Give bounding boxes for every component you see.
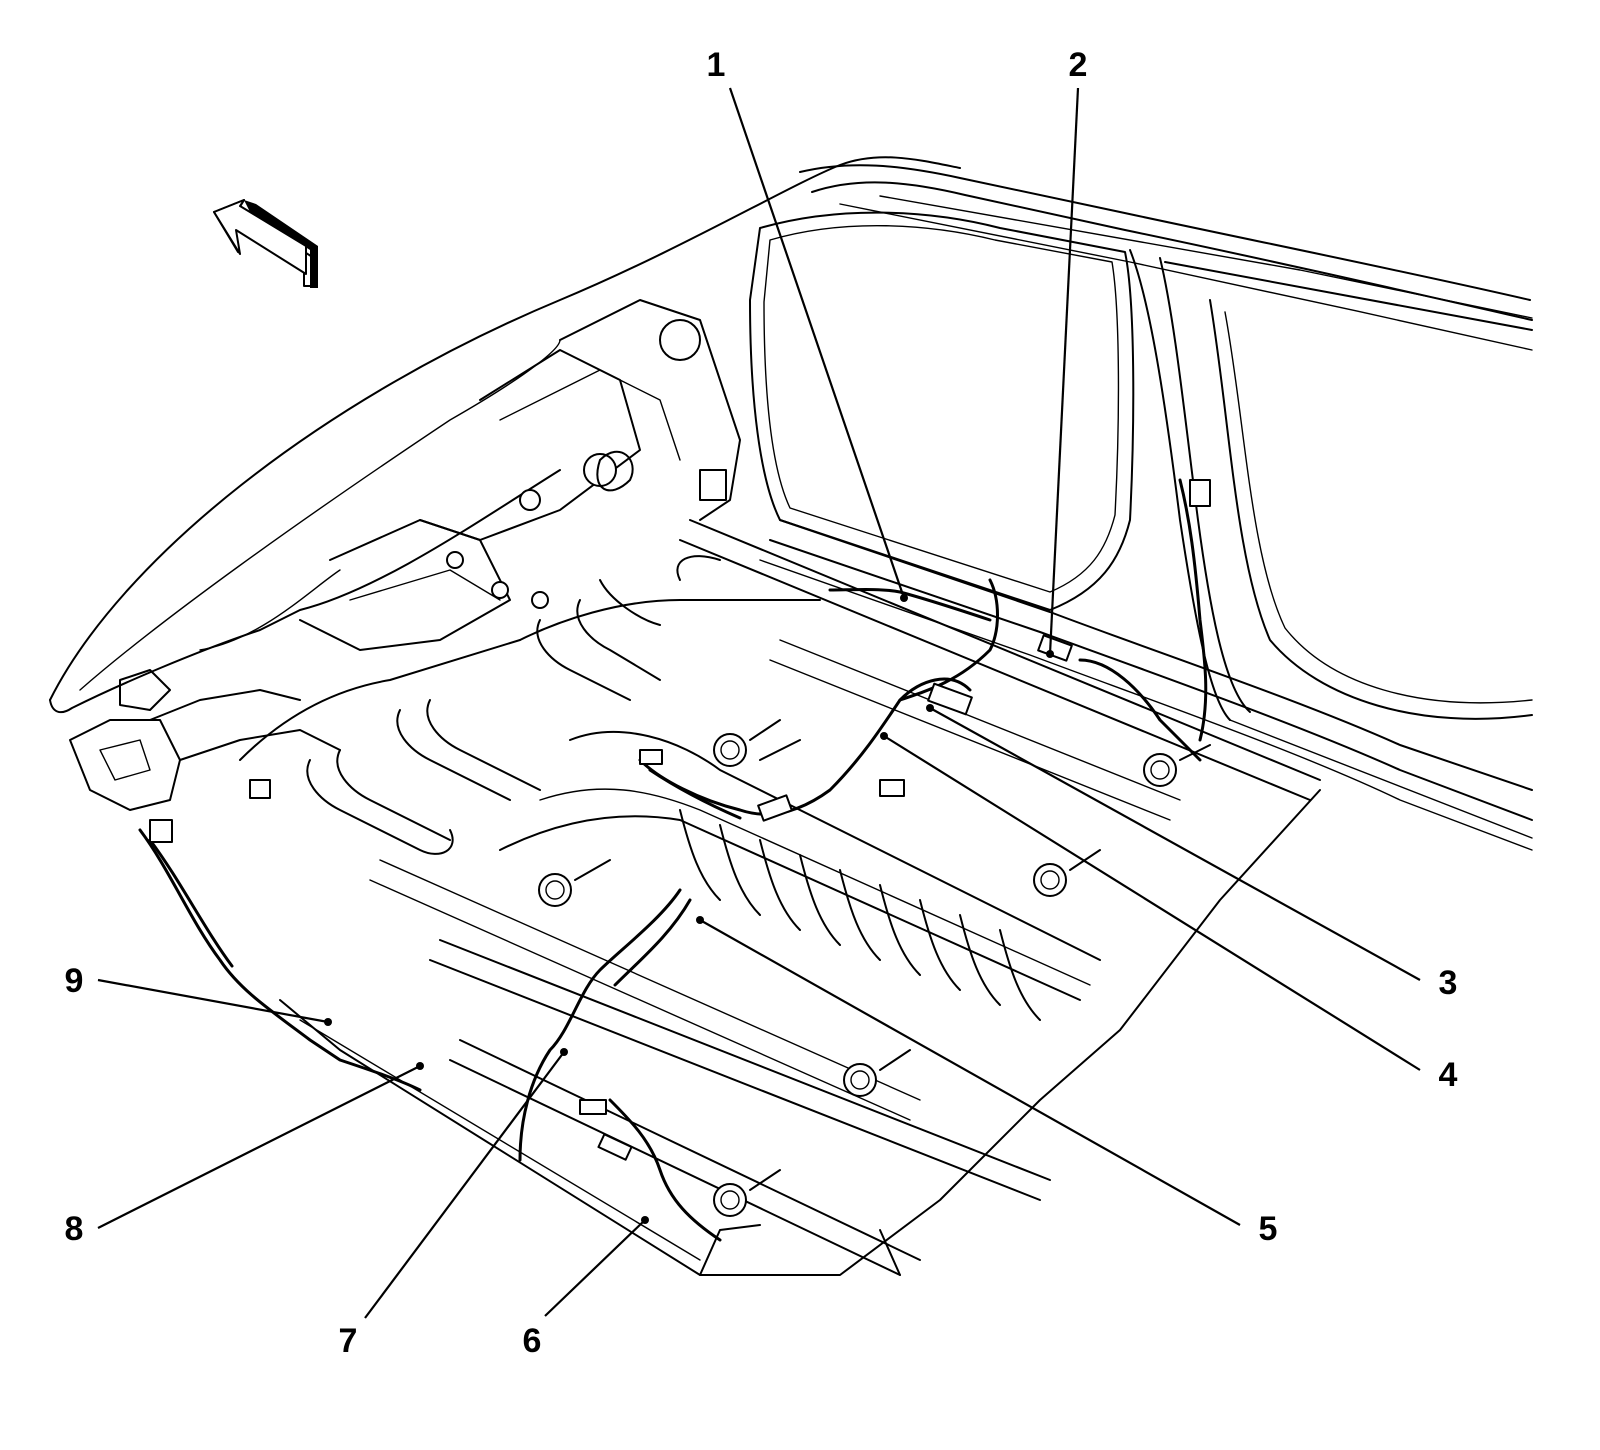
leader-line-7 — [364, 1051, 565, 1319]
wiring-harness — [138, 478, 1208, 1242]
floor-ribs-left — [306, 555, 721, 855]
callout-9: 9 — [65, 962, 84, 1000]
tunnel-corrugations — [679, 809, 1041, 1021]
harness-connectors — [149, 469, 1211, 1161]
leader-line-4 — [883, 735, 1421, 1071]
callout-6: 6 — [523, 1322, 542, 1360]
leader-line-1 — [728, 87, 906, 599]
callout-2: 2 — [1069, 46, 1088, 84]
hood-outline — [49, 156, 961, 714]
callout-numbers: 1 2 3 4 5 6 7 8 9 — [65, 46, 1458, 1360]
callout-5: 5 — [1259, 1210, 1278, 1248]
leader-line-3 — [929, 707, 1421, 981]
callout-leader-lines — [97, 87, 1421, 1319]
callout-4: 4 — [1439, 1056, 1458, 1094]
leader-line-5 — [699, 919, 1241, 1226]
leader-line-2 — [1048, 87, 1080, 655]
callout-1: 1 — [707, 46, 726, 84]
callout-3: 3 — [1439, 964, 1458, 1002]
leader-line-8 — [97, 1065, 421, 1229]
body-side-frame — [749, 164, 1533, 851]
leader-line-6 — [544, 1219, 646, 1317]
callout-7: 7 — [339, 1322, 358, 1360]
firewall-dash-panel — [69, 299, 741, 811]
seat-mount-bosses — [538, 719, 1211, 1217]
leader-line-9 — [97, 978, 329, 1024]
forward-direction-arrow-icon — [213, 199, 318, 288]
callout-8: 8 — [65, 1210, 84, 1248]
floor-pan — [239, 519, 1321, 1276]
